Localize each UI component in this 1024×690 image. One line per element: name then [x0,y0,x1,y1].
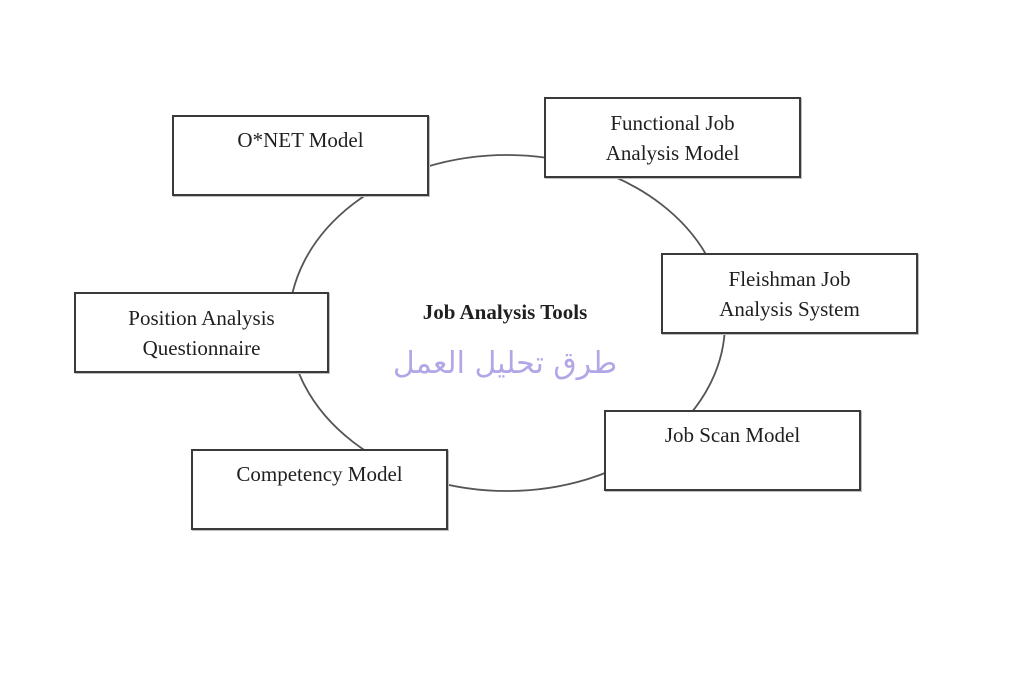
center-title: Job Analysis Tools [422,300,588,324]
node-job-scan-model: Job Scan Model [604,410,861,491]
center-subtitle-arabic: طرق تحليل العمل [392,346,618,381]
node-label: Job Scan Model [664,423,801,447]
node-label: Functional Job Analysis Model [605,110,740,165]
node-fleishman-job-analysis-system: Fleishman Job Analysis System [661,253,918,334]
node-functional-job-analysis-model: Functional Job Analysis Model [544,97,801,178]
node-label: Fleishman Job Analysis System [719,266,860,321]
node-label: Position Analysis Questionnaire [128,305,275,360]
node-label: O*NET Model [237,128,364,152]
node-label: Competency Model [236,462,403,486]
node-competency-model: Competency Model [191,449,448,530]
node-position-analysis-questionnaire: Position Analysis Questionnaire [74,292,329,373]
node-onet-model: O*NET Model [172,115,429,196]
